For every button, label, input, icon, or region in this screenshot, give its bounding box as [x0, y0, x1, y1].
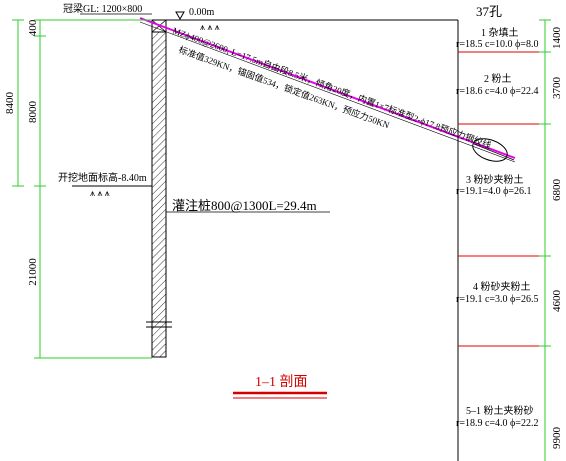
- excavation-level-label: 开挖地面标高-8.40m: [58, 171, 147, 184]
- left-dim-total: 8400: [4, 92, 16, 115]
- anchor-spec-label: MZϕ400@2600, L=17.5m自由段8.5米，倾角20度，内置1×7标…: [171, 25, 493, 151]
- right-dim: 4600: [551, 290, 563, 313]
- layer-name: 1 杂填土: [481, 26, 519, 39]
- layer-name: 2 粉土: [484, 72, 512, 85]
- right-dim: 6800: [551, 179, 563, 202]
- svg-text:⩚ ⩚ ⩚: ⩚ ⩚ ⩚: [200, 22, 220, 32]
- anchor-rod: [139, 17, 516, 159]
- layer-params: r=18.5 c=10.0 ϕ=8.0: [456, 39, 538, 50]
- right-dim: 1400: [551, 27, 563, 50]
- layer-params: r=18.6 c=4.0 ϕ=22.4: [456, 86, 538, 97]
- borehole-label: 37孔: [476, 4, 502, 19]
- left-dim-3: 21000: [27, 258, 39, 286]
- section-title: 1–1 剖面: [255, 374, 308, 390]
- right-dim: 3700: [551, 77, 563, 100]
- anchor-head: [472, 138, 508, 162]
- layer-params: r=19.1=4.0 ϕ=26.1: [456, 186, 532, 197]
- layer-name: 3 粉砂夹粉土: [466, 173, 524, 186]
- layer-params: r=19.1 c=3.0 ϕ=26.5: [456, 294, 538, 305]
- elevation-marker-icon: [175, 11, 185, 21]
- anchor-force-label: 标准值329KN，锚固值534，锁定值263KN，预应力50KN: [177, 44, 391, 131]
- layer-name: 4 粉砂夹粉土: [473, 280, 531, 293]
- crown-beam-label: 冠梁GL: 1200×800: [63, 2, 142, 15]
- layer-name: 5–1 粉土夹粉砂: [466, 404, 534, 417]
- retaining-pile: [151, 19, 167, 358]
- elevation-top-label: 0.00m: [189, 7, 215, 18]
- right-dim: 9900: [551, 427, 563, 450]
- pile-label: 灌注桩800@1300L=29.4m: [172, 198, 317, 213]
- left-dim-2: 8000: [27, 101, 39, 124]
- svg-text:⩚ ⩚ ⩚: ⩚ ⩚ ⩚: [90, 188, 110, 198]
- layer-params: r=18.9 c=4.0 ϕ=22.2: [456, 418, 538, 429]
- left-dim-1: 400: [27, 19, 39, 36]
